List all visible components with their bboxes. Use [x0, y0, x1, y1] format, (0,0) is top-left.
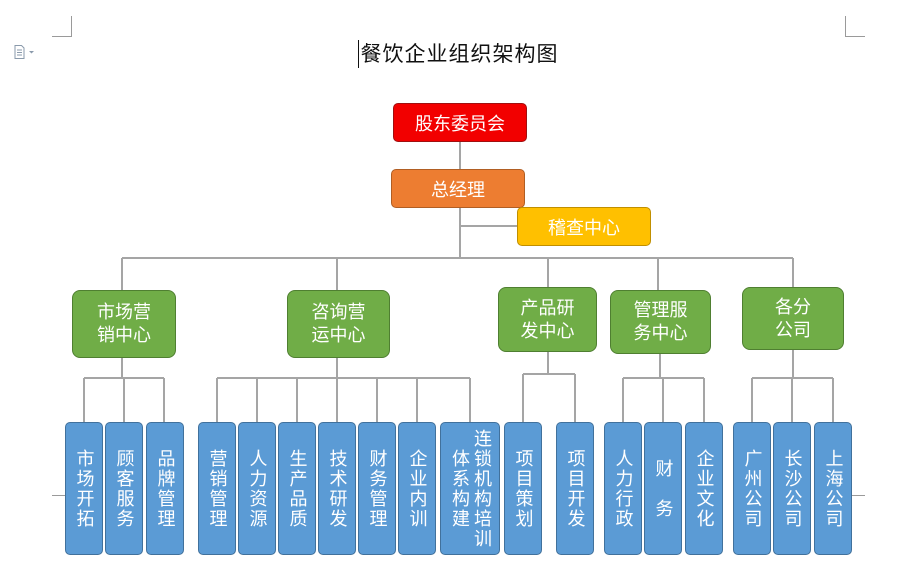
dept-marketing-center[interactable]: 市场营 销中心 — [72, 290, 176, 358]
unit-tech-rd[interactable]: 技术研发 — [318, 422, 356, 555]
unit-human-resources[interactable]: 人力资源 — [238, 422, 276, 555]
dept-management-services-center[interactable]: 管理服 务中心 — [610, 290, 711, 354]
unit-project-planning[interactable]: 项目策划 — [504, 422, 542, 555]
unit-production-quality[interactable]: 生产品质 — [278, 422, 316, 555]
unit-shanghai-company[interactable]: 上海公司 — [814, 422, 852, 555]
general-manager-node[interactable]: 总经理 — [391, 169, 525, 208]
dept-consulting-operations-center[interactable]: 咨询营 运中心 — [287, 290, 390, 358]
unit-internal-training[interactable]: 企业内训 — [398, 422, 436, 555]
dept-product-rd-center[interactable]: 产品研 发中心 — [498, 287, 597, 352]
crop-mark-top-right-h — [845, 36, 865, 37]
unit-project-development[interactable]: 项目开发 — [556, 422, 594, 555]
unit-corporate-culture[interactable]: 企业文化 — [685, 422, 723, 555]
audit-center-node[interactable]: 稽查中心 — [517, 207, 651, 246]
dept-branch-companies[interactable]: 各分 公司 — [742, 287, 844, 350]
unit-hr-administration[interactable]: 人力行政 — [604, 422, 642, 555]
crop-mark-top-left-h — [52, 36, 72, 37]
unit-brand-management[interactable]: 品牌管理 — [146, 422, 184, 555]
document-icon[interactable] — [14, 45, 36, 59]
unit-changsha-company[interactable]: 长沙公司 — [773, 422, 811, 555]
page-title[interactable]: 餐饮企业组织架构图 — [360, 42, 559, 66]
text-cursor — [358, 40, 359, 68]
unit-guangzhou-company[interactable]: 广州公司 — [733, 422, 771, 555]
unit-market-development[interactable]: 市场开拓 — [65, 422, 103, 555]
unit-customer-service[interactable]: 顾客服务 — [105, 422, 143, 555]
unit-financial-management[interactable]: 财务管理 — [358, 422, 396, 555]
shareholders-committee-node[interactable]: 股东委员会 — [393, 103, 527, 142]
crop-mark-bottom-right-h — [852, 495, 865, 496]
unit-marketing-management[interactable]: 营销管理 — [198, 422, 236, 555]
crop-mark-top-right-v — [845, 16, 846, 37]
crop-mark-top-left-v — [71, 16, 72, 37]
unit-chain-training-system[interactable]: 连锁机构培训体系构建 — [440, 422, 500, 555]
crop-mark-bottom-left-h — [52, 495, 65, 496]
unit-finance[interactable]: 财 务 — [644, 422, 682, 555]
